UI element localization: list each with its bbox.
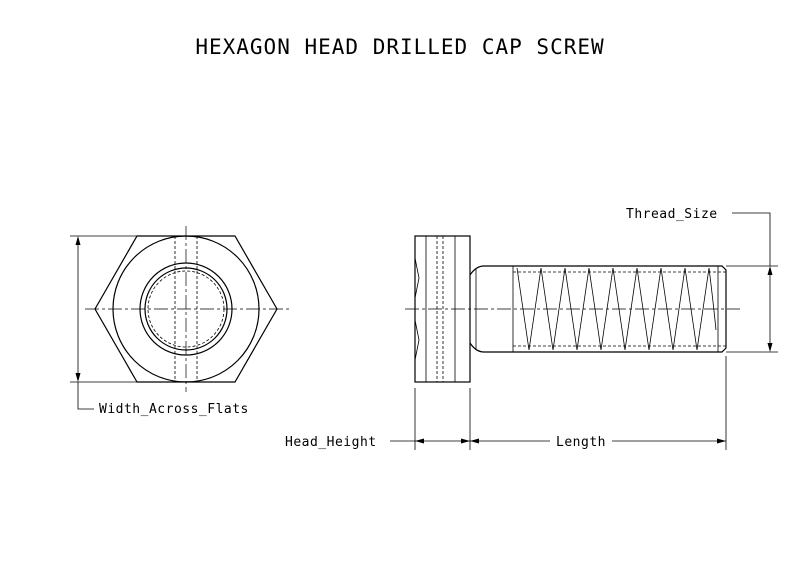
screw-shank xyxy=(469,265,727,353)
thread-size-label: Thread_Size xyxy=(626,207,718,222)
head-chamfer-arc-bottom xyxy=(414,319,420,361)
head-height-length-dimensions xyxy=(390,356,727,450)
width-across-flats-dimension xyxy=(70,235,137,410)
front-view-hexagon xyxy=(85,226,290,392)
side-view-screw xyxy=(405,235,740,383)
length-label: Length xyxy=(556,435,606,450)
thread-size-dimension xyxy=(726,212,778,353)
drawing-title: HEXAGON HEAD DRILLED CAP SCREW xyxy=(195,35,604,59)
thread-helix xyxy=(516,267,717,351)
head-chamfer-arc-top xyxy=(414,257,420,299)
head-height-label: Head_Height xyxy=(285,435,377,450)
width-across-flats-label: Width_Across_Flats xyxy=(99,402,249,417)
